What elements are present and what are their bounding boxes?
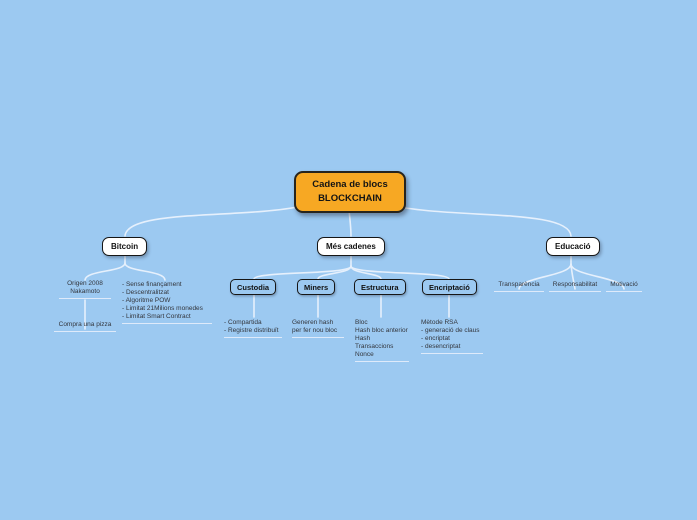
subtopic-transparencia[interactable]: Transparència [494, 281, 544, 292]
topic-educacio[interactable]: Educació [546, 237, 600, 256]
note-estructura[interactable]: Bloc Hash bloc anterior Hash Transaccion… [355, 319, 409, 362]
subtopic-miners[interactable]: Miners [297, 279, 336, 295]
subtopic-origen-nakamoto[interactable]: Origen 2008 Nakamoto [59, 280, 111, 299]
subtopic-responsabilitat[interactable]: Responsabilitat [549, 281, 601, 292]
subtopic-compra-una-pizza[interactable]: Compra una pizza [54, 321, 116, 332]
subtopic-encriptacio[interactable]: Encriptació [422, 279, 477, 295]
root-topic[interactable]: Cadena de blocs BLOCKCHAIN [294, 171, 406, 213]
subtopic-custodia[interactable]: Custodia [230, 279, 277, 295]
subtopic-bitcoin-features[interactable]: - Sense finançament - Descentralitzat - … [122, 281, 212, 324]
subtopic-estructura[interactable]: Estructura [354, 279, 406, 295]
note-encriptacio[interactable]: Mètode RSA - generació de claus - encrip… [421, 319, 483, 354]
topic-bitcoin[interactable]: Bitcoin [102, 237, 148, 256]
subtopic-motivacio[interactable]: Motivació [606, 281, 642, 292]
note-miners[interactable]: Generen hash per fer nou bloc [292, 319, 344, 338]
note-custodia[interactable]: - Compartida - Registre distribuït [224, 319, 282, 338]
topic-mes-cadenes[interactable]: Més cadenes [317, 237, 385, 256]
